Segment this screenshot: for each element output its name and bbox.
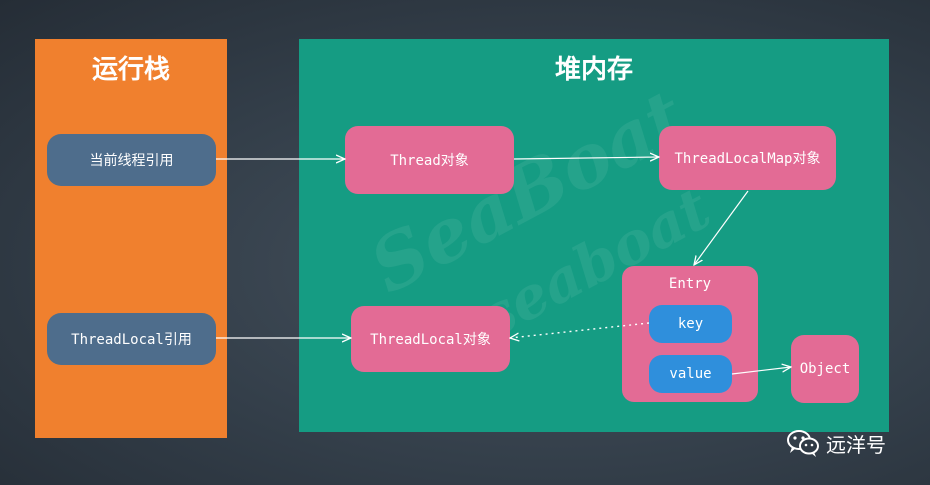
- wechat-icon: [787, 430, 819, 457]
- threadlocalmap-object-box: ThreadLocalMap对象: [659, 126, 836, 190]
- threadlocal-ref-box: ThreadLocal引用: [47, 313, 216, 365]
- account-name: 远洋号: [826, 432, 886, 457]
- entry-key-box: key: [649, 305, 732, 343]
- entry-value-box: value: [649, 355, 732, 393]
- object-box: Object: [791, 335, 859, 403]
- current-thread-ref-box: 当前线程引用: [47, 134, 216, 186]
- thread-object-box: Thread对象: [345, 126, 514, 194]
- stack-panel: 运行栈: [35, 39, 227, 438]
- stack-title: 运行栈: [91, 55, 170, 85]
- heap-title: 堆内存: [554, 55, 633, 85]
- account-badge: 远洋号: [786, 428, 886, 458]
- threadlocal-object-box: ThreadLocal对象: [351, 306, 510, 372]
